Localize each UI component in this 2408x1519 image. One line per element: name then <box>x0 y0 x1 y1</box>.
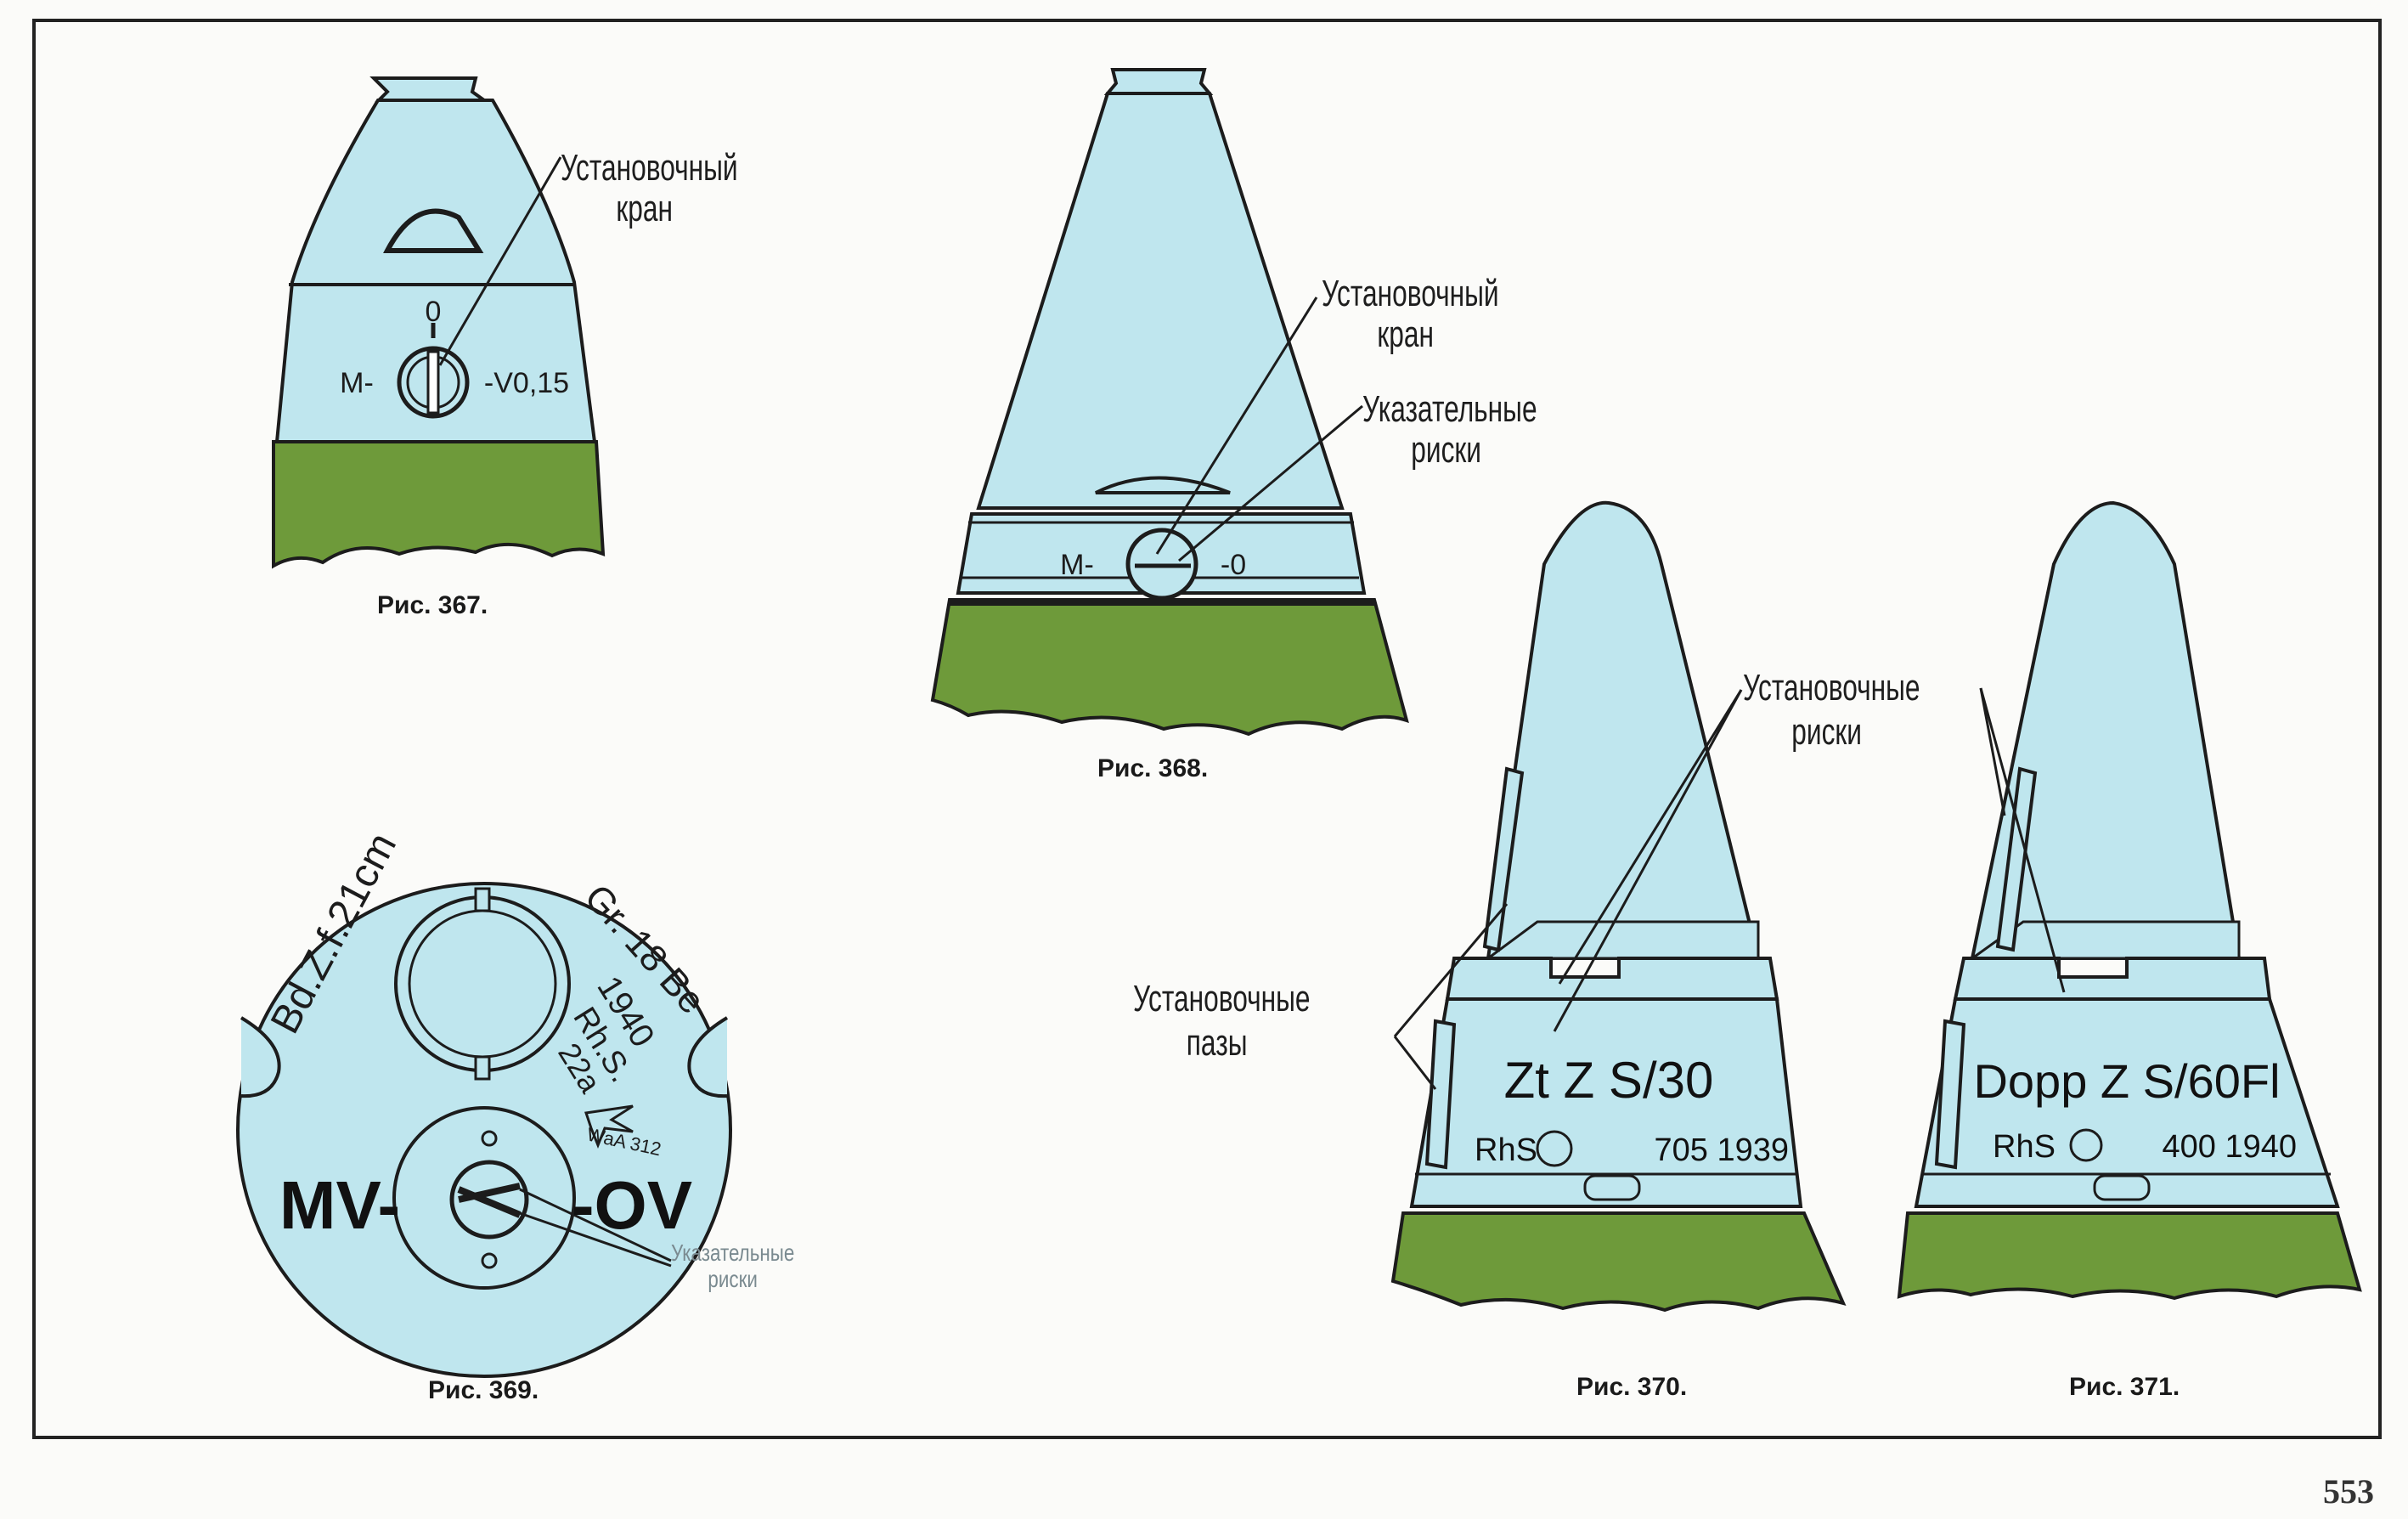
fig367-fuze <box>272 76 606 569</box>
fig368-callout2-line2: риски <box>1411 429 1481 471</box>
fig370-maker-icon <box>1536 1130 1573 1167</box>
fig367-callout-line <box>438 156 562 366</box>
fig367-callout-line2: кран <box>616 188 673 229</box>
fig370-fuze <box>1390 500 1847 1313</box>
fig368-mark-right: -0 <box>1221 549 1246 581</box>
fig367-cap <box>369 76 490 102</box>
fig370-caption: Рис. 370. <box>1576 1373 1688 1401</box>
fig368-mark-left: М- <box>1060 549 1094 581</box>
fig370-base <box>1390 1211 1847 1313</box>
fig368-cap <box>1103 68 1214 95</box>
fig368-callout2-line <box>1178 404 1363 562</box>
fig371-slot-lower <box>1934 1019 1966 1170</box>
fig370-number: 705 1939 <box>1655 1132 1790 1168</box>
fig367-mark-right: -V0,15 <box>484 367 569 399</box>
fig368-callout2-label: Указательные риски <box>1362 388 1537 471</box>
fig370-model: Zt Z S/30 <box>1504 1052 1714 1109</box>
fig368-callout2-line1: Указательные <box>1362 388 1537 430</box>
fig367-callout-line1: Установочный <box>561 147 738 189</box>
fig368-caption: Рис. 368. <box>1097 754 1209 782</box>
shared-slots-line2: пазы <box>1186 1022 1248 1064</box>
shared-callout-lines <box>1393 687 2066 1090</box>
fig369-callout-line2: риски <box>708 1265 758 1292</box>
shared-slots-label: Установочные пазы <box>1133 978 1311 1064</box>
fig367-mark-top: 0 <box>426 296 442 328</box>
fig370-shoulder <box>1445 957 1779 1001</box>
fig370-maker: RhS <box>1475 1132 1537 1168</box>
shared-risks-line2: риски <box>1791 711 1862 753</box>
fig371-fuze <box>1897 500 2362 1301</box>
fig371-window <box>2093 1174 2151 1201</box>
fig370-slot-upper <box>1482 766 1525 952</box>
fig371-model: Dopp Z S/60Fl <box>1973 1054 2280 1108</box>
fig368-callout1-line1: Установочный <box>1322 273 1499 314</box>
fig368-base <box>930 598 1409 737</box>
shared-risks-line1: Установочные <box>1743 667 1920 709</box>
fig369-callout-line-b <box>514 1210 672 1268</box>
fig368-callout1-line2: кран <box>1377 313 1434 355</box>
fig371-shoulder <box>1953 957 2272 1001</box>
fig368-callout1-label: Установочный кран <box>1322 273 1499 355</box>
fig368-callout1-line <box>1155 296 1318 555</box>
fig369-left-mark: MV- <box>279 1167 400 1243</box>
fig369-right-mark: -OV <box>572 1167 692 1243</box>
fig371-body <box>1914 997 2340 1208</box>
fig367-base <box>272 440 606 569</box>
fig367-caption: Рис. 367. <box>377 591 488 619</box>
fig367-callout-label: Установочный кран <box>561 147 738 229</box>
fig370-nose <box>1486 500 1761 960</box>
figure-frame <box>32 19 2382 1439</box>
page-number: 553 <box>2323 1472 2374 1511</box>
fig370-slot-lower <box>1424 1019 1457 1170</box>
fig368-fuze <box>930 68 1409 737</box>
fig369-callout-line1: Указательные <box>671 1239 795 1266</box>
fig371-number: 400 1940 <box>2163 1129 2298 1165</box>
fig368-body <box>976 92 1345 510</box>
fig369-callout-label: Указательные риски <box>671 1239 795 1293</box>
fig371-caption: Рис. 371. <box>2069 1373 2180 1401</box>
fig371-base <box>1897 1211 2362 1301</box>
fig369-eagle-icon <box>584 1104 634 1149</box>
fig369-callout-line-a <box>519 1188 672 1262</box>
fig369-fuze-top <box>236 882 732 1378</box>
fig367-mark-left: М- <box>340 367 374 399</box>
fig371-maker-icon <box>2069 1128 2103 1162</box>
fig371-nose <box>1970 500 2242 960</box>
fig371-maker: RhS <box>1993 1129 2056 1165</box>
fig371-slot-upper <box>1995 766 2038 952</box>
shared-risks-label: Установочные риски <box>1743 667 1920 753</box>
fig370-window <box>1583 1174 1641 1201</box>
fig367-window <box>383 208 484 253</box>
fig370-body <box>1409 997 1803 1208</box>
fig369-caption: Рис. 369. <box>428 1376 539 1404</box>
shared-slots-line1: Установочные <box>1133 978 1311 1019</box>
